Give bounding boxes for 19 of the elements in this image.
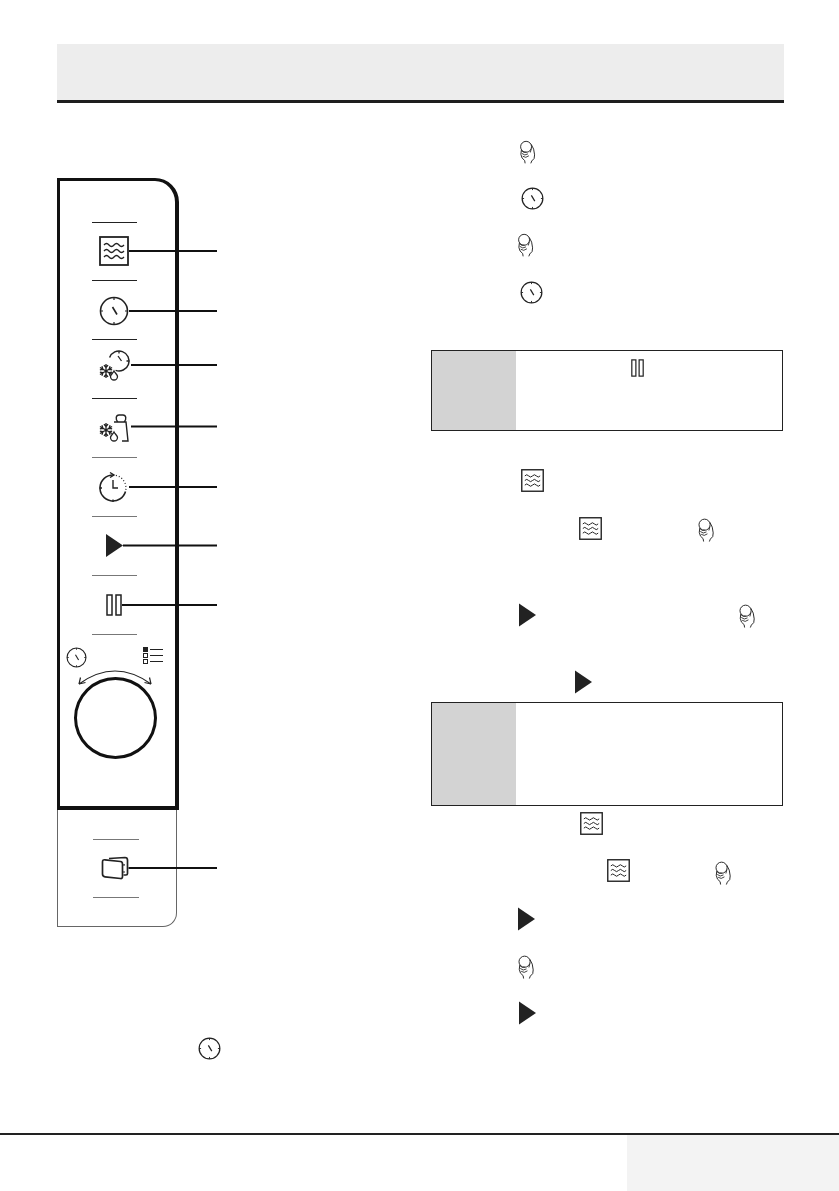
control-panel	[57, 178, 179, 810]
leader-line	[130, 364, 218, 366]
leader-line	[121, 604, 218, 606]
leader-line	[128, 310, 218, 312]
leader-line	[130, 425, 218, 428]
leader-line	[128, 486, 218, 488]
leader-line	[122, 544, 218, 547]
play-icon	[106, 534, 123, 557]
leader-line	[128, 250, 218, 252]
leader-line	[127, 867, 218, 869]
note-box	[431, 702, 783, 806]
clock-icon	[99, 296, 129, 326]
door-icon	[100, 856, 129, 880]
rotary-knob	[74, 677, 157, 759]
timer-arrow-icon	[98, 471, 129, 503]
note-box	[431, 350, 783, 431]
waves-icon	[99, 236, 129, 266]
snowflake-clock-icon	[97, 349, 131, 381]
pause-icon	[106, 594, 122, 616]
